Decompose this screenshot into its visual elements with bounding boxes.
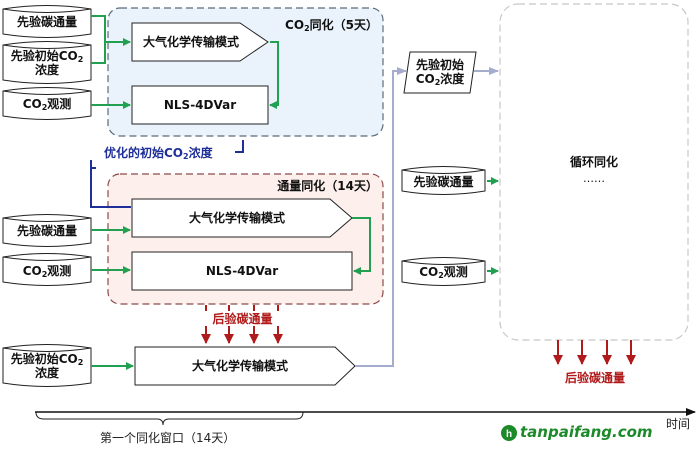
transport-model-label-top: 大气化学传输模式 [142, 35, 239, 49]
prior-init-text: 先验初始CO [10, 352, 78, 366]
cylinder-prior-flux-mid [2, 214, 92, 247]
next-window-connector [355, 67, 407, 367]
cylinder-prior-init-top [2, 41, 92, 84]
prior-flux-label-mid: 先验碳通量 [16, 224, 77, 238]
obs-suffix: 观测 [47, 97, 72, 111]
nls-4dvar-label-mid: NLS-4DVar [205, 264, 279, 278]
nls-4dvar-box-mid [131, 251, 353, 291]
co2-obs-label-top: CO2观测 [3, 97, 91, 112]
cylinder-prior-flux-top [2, 5, 92, 38]
subscript: 2 [41, 103, 48, 112]
posterior-flux-arrows-left [201, 305, 283, 344]
cylinder-prior-flux-right [401, 166, 486, 195]
cycle-ellipsis: …… [583, 172, 605, 185]
posterior-flux-label-right: 后验碳通量 [564, 371, 625, 385]
nls-4dvar-label-top: NLS-4DVar [163, 98, 237, 112]
co2-obs-label-mid: CO2观测 [3, 264, 91, 279]
nls-4dvar-box-top [131, 85, 269, 125]
obs-suffix: 观测 [47, 264, 72, 278]
prior-init-next-suffix: 浓度 [440, 72, 465, 86]
prior-init-next-prefix: CO [415, 72, 435, 86]
cylinder-co2-obs-top [2, 87, 92, 120]
posterior-flux-label-left: 后验碳通量 [212, 312, 273, 326]
cylinder-co2-obs-right [401, 257, 486, 286]
watermark-logo-icon: h [501, 425, 517, 441]
subscript: 2 [183, 152, 189, 161]
subscript: 2 [77, 358, 84, 367]
title-prefix: CO [285, 18, 305, 32]
posterior-flux-arrows-right [553, 340, 636, 365]
obs-suffix: 观测 [443, 265, 468, 279]
subscript: 2 [77, 55, 84, 64]
green-connectors-right [487, 177, 499, 275]
optimized-suffix: 浓度 [188, 146, 213, 160]
cylinder-co2-obs-mid [2, 253, 92, 286]
transport-model-label-mid: 大气化学传输模式 [188, 211, 285, 225]
transport-model-shape-mid [131, 198, 353, 238]
prior-init-next-shape [403, 51, 477, 94]
subscript: 2 [304, 24, 310, 33]
subscript: 2 [438, 271, 444, 280]
transport-model-shape-top [131, 22, 269, 62]
co2-obs-label-right: CO2观测 [402, 265, 485, 280]
transport-model-shape-bottom [134, 346, 356, 386]
green-connectors-top [91, 15, 279, 109]
prior-init-label-top: 先验初始CO2 浓度 [3, 49, 91, 77]
title-suffix: 同化（5天） [309, 18, 378, 32]
prior-init-text: 先验初始CO [10, 49, 78, 63]
svg-text:h: h [506, 429, 512, 440]
prior-flux-label-top: 先验碳通量 [16, 15, 77, 29]
prior-init-label-bottom: 先验初始CO2 浓度 [3, 352, 91, 380]
optimized-init-feedback-line [90, 140, 244, 208]
prior-init-next-line1: 先验初始 [415, 58, 464, 72]
flux-assimilation-title: 通量同化（14天） [277, 179, 378, 193]
optimized-init-label: 优化的初始CO2浓度 [104, 146, 213, 161]
obs-prefix: CO [22, 97, 42, 111]
cycle-assimilation-title: 循环同化 [569, 155, 618, 169]
prior-init-text-line2: 浓度 [34, 366, 59, 380]
subscript: 2 [41, 270, 48, 279]
prior-flux-label-right: 先验碳通量 [413, 175, 474, 189]
cycle-assimilation-panel [499, 3, 689, 341]
co2-assimilation-title: CO2同化（5天） [282, 18, 378, 33]
subscript: 2 [434, 78, 441, 87]
watermark-text: tanpaifang.com [520, 423, 653, 441]
first-window-label: 第一个同化窗口（14天） [100, 431, 236, 445]
obs-prefix: CO [22, 264, 42, 278]
time-axis-label: 时间 [665, 417, 690, 431]
obs-prefix: CO [419, 265, 439, 279]
optimized-prefix: 优化的初始CO [104, 146, 184, 160]
prior-init-text-line2: 浓度 [34, 63, 59, 77]
cylinder-prior-init-bottom [2, 344, 92, 387]
green-connectors-mid [91, 217, 371, 275]
window-brace [35, 411, 304, 426]
transport-model-label-bottom: 大气化学传输模式 [191, 359, 288, 373]
